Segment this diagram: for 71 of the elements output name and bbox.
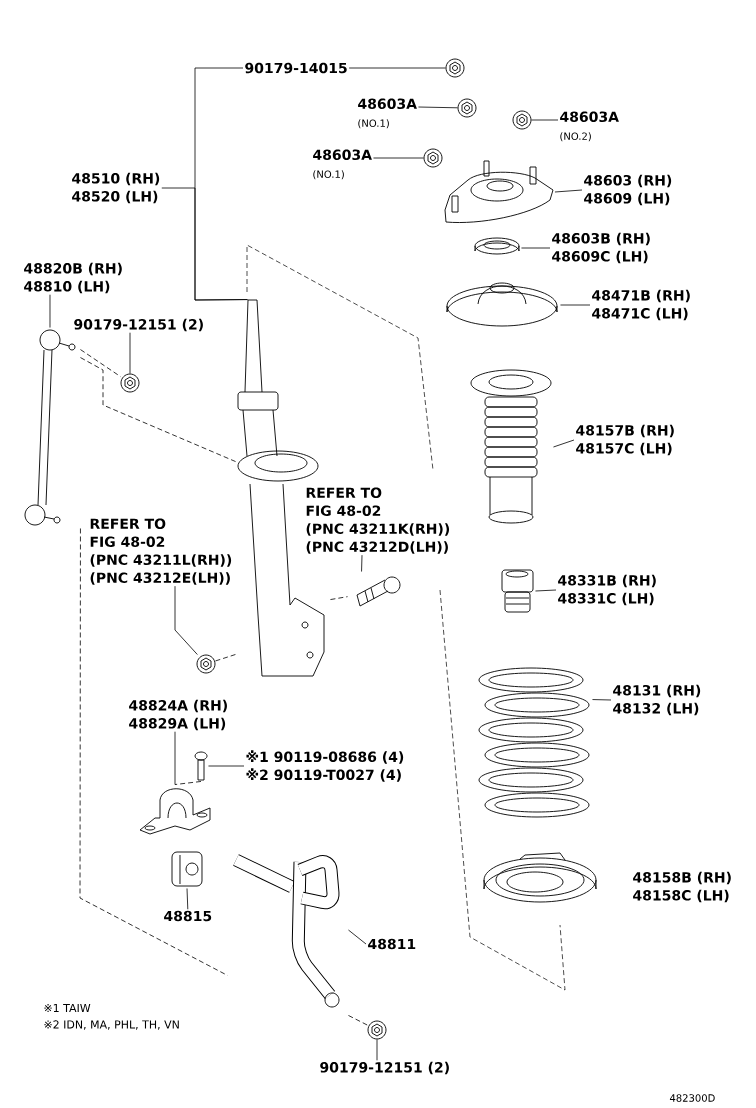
part-number-label: 48471B (RH) 48471C (LH) — [592, 289, 690, 321]
part-number-label: 48603A (NO.2) — [560, 111, 619, 142]
bump-boot-drawing — [470, 369, 552, 524]
part-number-label: 48603A (NO.1) — [313, 149, 372, 180]
leader-line — [174, 731, 176, 785]
part-number-label: 48510 (RH) 48520 (LH) — [72, 172, 160, 204]
assembly-guide-line — [348, 1015, 368, 1026]
leader-line — [560, 304, 591, 306]
part-number-label: 48158B (RH) 48158C (LH) — [633, 871, 731, 903]
bearing-drawing — [474, 237, 520, 255]
assembly-guide-line — [330, 596, 348, 600]
part-number-label: 48603B (RH) 48609C (LH) — [552, 232, 650, 264]
part-number-label: 48820B (RH) 48810 (LH) — [24, 262, 122, 294]
leader-line — [554, 189, 583, 193]
leader-line — [373, 157, 424, 159]
part-number-label: 48811 — [368, 938, 416, 950]
part-number-label: REFER TO FIG 48-02 (PNC 43211L(RH)) (PNC 43212E(LH)) — [90, 518, 232, 585]
leader-line — [129, 332, 131, 374]
leader-line — [361, 554, 363, 572]
assembly-guide-line — [79, 528, 228, 976]
assembly-guide-line — [215, 654, 236, 662]
stabilizer-link-drawing — [24, 329, 76, 526]
leader-line — [348, 929, 367, 945]
spring-seat-drawing — [446, 282, 558, 327]
footnote: ※2 IDN, MA, PHL, TH, VN — [44, 1020, 179, 1030]
leader-line — [174, 585, 198, 655]
leader-line — [49, 294, 51, 328]
leader-line — [535, 589, 557, 592]
part-number-label: 48603A (NO.1) — [358, 98, 417, 129]
nut-drawing — [196, 654, 216, 674]
leader-line — [208, 765, 245, 767]
assembly-guide-line — [80, 357, 236, 462]
leader-line — [161, 187, 248, 301]
leader-line — [521, 247, 551, 249]
figure-number: 482300D — [669, 1094, 715, 1102]
part-number-label: 48815 — [164, 910, 212, 922]
part-number-label: 90179-14015 — [245, 62, 347, 74]
leader-line — [418, 106, 458, 109]
nut-drawing — [423, 148, 443, 168]
leader-line — [186, 888, 189, 910]
bolt-drawing — [356, 576, 401, 607]
support-mount-drawing — [444, 160, 554, 223]
leader-line — [531, 119, 559, 121]
nut-drawing — [512, 110, 532, 130]
assembly-guide-line — [174, 781, 202, 785]
leader-line — [592, 699, 612, 701]
part-number-label: 48331B (RH) 48331C (LH) — [558, 574, 656, 606]
coil-spring-drawing — [478, 667, 590, 818]
part-number-label: 48603 (RH) 48609 (LH) — [584, 174, 672, 206]
bump-stopper-drawing — [501, 569, 534, 613]
nut-drawing — [457, 98, 477, 118]
part-number-label: REFER TO FIG 48-02 (PNC 43211K(RH)) (PNC 43212D(LH)) — [306, 487, 450, 554]
leader-line — [348, 67, 446, 69]
part-number-label: 90179-12151 (2) — [320, 1061, 449, 1075]
part-number-label: 48131 (RH) 48132 (LH) — [613, 684, 701, 716]
bushing-drawing — [171, 851, 203, 887]
nut-drawing — [445, 58, 465, 78]
part-number-label: 90179-12151 (2) — [74, 318, 203, 332]
part-number-label: ※1 90119-08686 (4) ※2 90119-T0027 (4) — [246, 750, 404, 782]
footnote: ※1 TAIW — [44, 1004, 91, 1012]
spring-seat-drawing — [483, 852, 597, 903]
bracket-drawing — [139, 788, 211, 835]
nut-drawing — [367, 1020, 387, 1040]
leader-line — [553, 439, 575, 448]
nut-drawing — [120, 373, 140, 393]
part-number-label: 48157B (RH) 48157C (LH) — [576, 424, 674, 456]
stabilizer-bar-drawing — [233, 854, 340, 1008]
part-number-label: 48824A (RH) 48829A (LH) — [129, 699, 227, 731]
assembly-guide-line — [80, 349, 121, 378]
leader-line — [376, 1039, 378, 1061]
bolt-drawing — [194, 751, 208, 781]
